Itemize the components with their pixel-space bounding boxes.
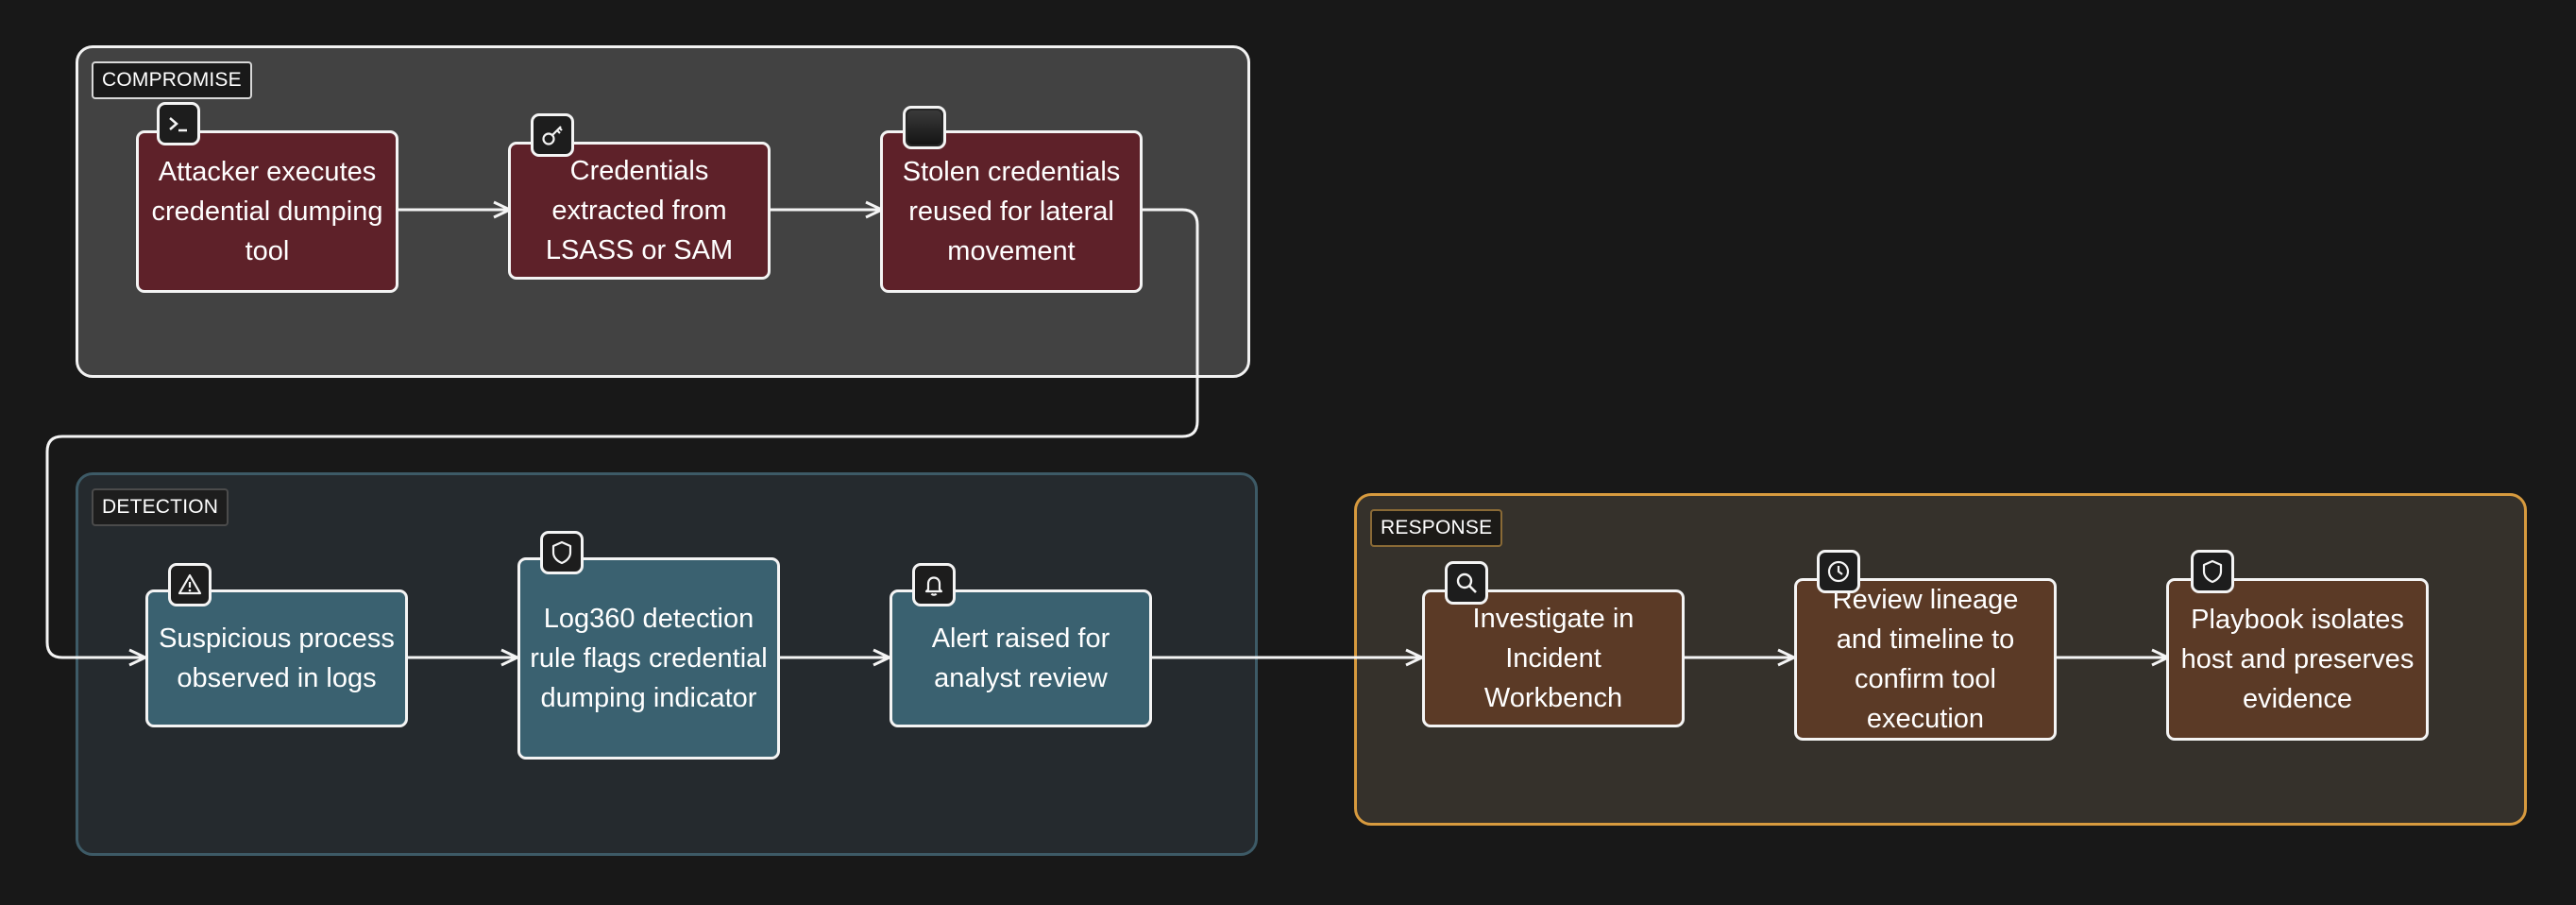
group-label-response: RESPONSE (1370, 509, 1503, 547)
node-playbook[interactable]: Playbook isolates host and preserves evi… (2166, 578, 2429, 741)
key-icon (531, 113, 574, 157)
blank-square-icon (903, 106, 946, 149)
node-attacker-executes[interactable]: Attacker executes credential dumping too… (136, 130, 398, 293)
clock-icon (1817, 550, 1860, 593)
node-investigate-label: Investigate in Incident Workbench (1472, 604, 1635, 713)
node-review-lineage-label: Review lineage and timeline to confirm t… (1832, 585, 2019, 734)
warning-triangle-icon (168, 563, 212, 606)
node-investigate[interactable]: Investigate in Incident Workbench (1422, 589, 1685, 727)
group-label-detection: DETECTION (92, 488, 229, 526)
node-stolen-credentials-label: Stolen credentials reused for lateral mo… (902, 157, 1121, 266)
node-detection-rule[interactable]: Log360 detection rule flags credential d… (517, 557, 780, 760)
node-suspicious-process-label: Suspicious process observed in logs (159, 623, 395, 693)
node-alert-raised[interactable]: Alert raised for analyst review (890, 589, 1152, 727)
shield-icon (2191, 550, 2234, 593)
node-playbook-label: Playbook isolates host and preserves evi… (2180, 605, 2415, 714)
search-icon (1445, 561, 1488, 605)
shield-icon (540, 531, 584, 574)
group-label-compromise: COMPROMISE (92, 61, 252, 99)
edge-stolen-to-suspicious (45, 208, 1199, 657)
node-review-lineage[interactable]: Review lineage and timeline to confirm t… (1794, 578, 2057, 741)
node-alert-raised-label: Alert raised for analyst review (931, 623, 1110, 693)
node-credentials-extracted[interactable]: Credentials extracted from LSASS or SAM (508, 142, 771, 280)
bell-icon (912, 563, 956, 606)
terminal-icon (157, 102, 200, 145)
node-credentials-extracted-label: Credentials extracted from LSASS or SAM (545, 156, 734, 265)
node-detection-rule-label: Log360 detection rule flags credential d… (530, 604, 768, 713)
node-attacker-executes-label: Attacker executes credential dumping too… (151, 157, 383, 266)
node-stolen-credentials[interactable]: Stolen credentials reused for lateral mo… (880, 130, 1143, 293)
node-suspicious-process[interactable]: Suspicious process observed in logs (145, 589, 408, 727)
